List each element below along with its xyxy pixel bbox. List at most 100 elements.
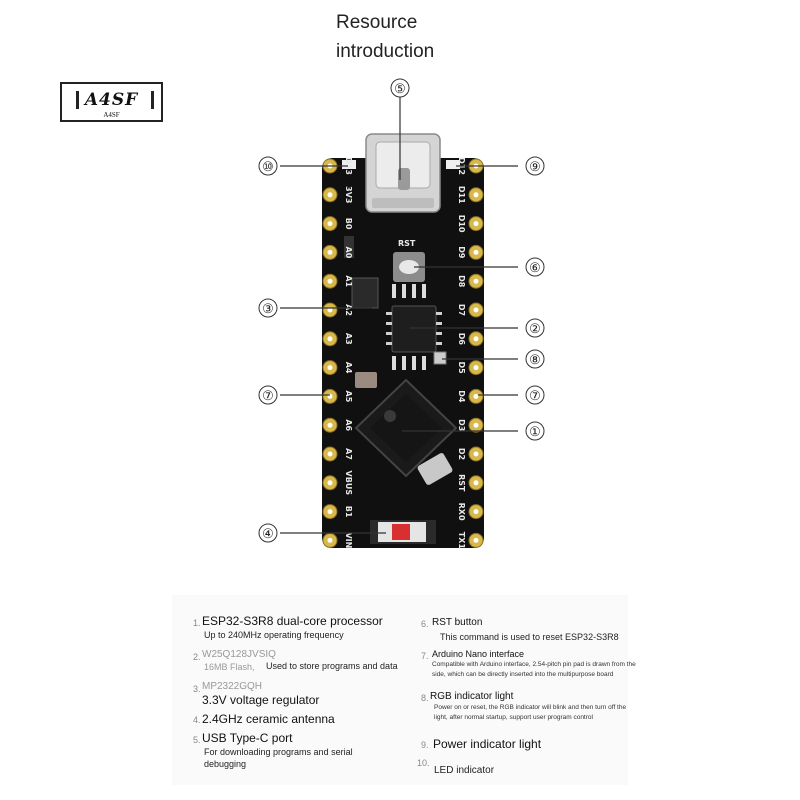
pin-hole-right-14: [473, 537, 479, 543]
item-2-chip: 16MB Flash,: [204, 662, 255, 672]
right-pin-label-9: D4: [457, 390, 466, 403]
right-pin-label-7: D6: [457, 333, 466, 346]
pin-hole-left-8: [327, 365, 333, 371]
pin-hole-left-3: [327, 221, 333, 227]
pin-hole-right-3: [473, 221, 479, 227]
left-pin-label-8: A4: [344, 362, 353, 374]
left-pin-label-3: B0: [344, 218, 353, 230]
right-pin-label-10: D3: [457, 419, 466, 431]
item-2-desc: Used to store programs and data: [266, 661, 398, 671]
led-indicator: [342, 160, 356, 169]
item-5-title: USB Type-C port: [202, 731, 293, 745]
page-title: Resource introduction: [336, 8, 434, 66]
item-8-title: RGB indicator light: [430, 691, 514, 702]
pin-hole-right-7: [473, 336, 479, 342]
brand-logo: A4SF A4SF: [60, 82, 163, 122]
right-pin-label-11: D2: [457, 448, 466, 460]
left-pin-label-5: A1: [344, 275, 353, 287]
esp32-chip: [354, 378, 458, 478]
right-pin-label-12: RST: [457, 474, 466, 492]
pin-hole-right-8: [473, 365, 479, 371]
item-10-title: LED indicator: [434, 765, 495, 776]
logo-frame-strokes: [76, 91, 154, 109]
item-6-desc: This command is used to reset ESP32-S3R8: [440, 632, 619, 642]
item-4-number: 4.: [193, 715, 201, 725]
right-pin-label-8: D5: [457, 361, 466, 374]
callout-7-left: ⑦: [262, 388, 274, 403]
crystal: [355, 372, 377, 388]
item-7-title: Arduino Nano interface: [432, 649, 525, 659]
pin-hole-right-12: [473, 480, 479, 486]
smd-part: [344, 236, 354, 258]
rgb-led: [433, 351, 447, 365]
callout-9: ⑨: [529, 159, 541, 174]
callout-7-right: ⑦: [529, 388, 541, 403]
left-pin-label-4: A0: [344, 247, 353, 259]
pin-hole-left-2: [327, 192, 333, 198]
item-5-desc-1: For downloading programs and serial: [204, 747, 353, 757]
right-pin-label-6: D7: [457, 304, 466, 316]
item-1-number: 1.: [193, 618, 201, 628]
pin-hole-right-2: [473, 192, 479, 198]
callout-2: ②: [529, 321, 541, 336]
legend-panel: 1. ESP32-S3R8 dual-core processor Up to …: [172, 595, 636, 785]
right-pin-label-13: RX0: [457, 503, 466, 521]
flash-chip: [386, 305, 442, 353]
callout-1: ①: [529, 424, 541, 439]
pin-hole-left-14: [327, 537, 333, 543]
right-pin-label-3: D10: [457, 215, 466, 233]
left-pin-label-2: 3V3: [344, 186, 353, 203]
logo-subtext: A4SF: [103, 111, 120, 119]
left-pin-label-1: D13: [344, 157, 353, 175]
pin-hole-left-11: [327, 451, 333, 457]
usb-c-port: [365, 133, 441, 213]
item-3-desc: 3.3V voltage regulator: [202, 693, 320, 707]
item-8-number: 8.: [421, 693, 429, 703]
right-pin-label-5: D8: [457, 275, 466, 288]
pin-hole-right-11: [473, 451, 479, 457]
left-pin-label-6: A2: [344, 304, 353, 316]
left-pin-label-14: VIN: [344, 532, 353, 548]
item-7-number: 7.: [421, 651, 429, 661]
right-pin-label-4: D9: [457, 246, 466, 259]
item-5-number: 5.: [193, 735, 201, 745]
left-pin-label-12: VBUS: [344, 471, 353, 496]
power-led: [446, 160, 460, 169]
callout-10: ⑩: [262, 159, 274, 174]
item-1-desc: Up to 240MHz operating frequency: [204, 630, 344, 640]
pin-hole-right-10: [473, 422, 479, 428]
rst-button: [393, 252, 425, 282]
item-10-number: 10.: [417, 758, 430, 768]
antenna-switch: [370, 520, 436, 544]
item-2-title: W25Q128JVSIQ: [202, 649, 276, 660]
item-2-number: 2.: [193, 652, 201, 662]
ceramic-antenna-part: [417, 453, 453, 485]
pin-hole-left-12: [327, 480, 333, 486]
pin-hole-left-13: [327, 509, 333, 515]
item-5-desc-2: debugging: [204, 759, 247, 769]
voltage-regulator: [351, 277, 379, 309]
pcb-board: [322, 158, 484, 548]
pin-hole-left-4: [327, 249, 333, 255]
item-1-title: ESP32-S3R8 dual-core processor: [202, 614, 383, 628]
right-pin-label-2: D11: [457, 186, 466, 204]
item-7-desc: Compatible with Arduino interface, 2.54-…: [432, 661, 636, 678]
left-pin-label-7: A3: [344, 333, 353, 345]
left-pin-label-9: A5: [344, 391, 353, 403]
callout-6: ⑥: [529, 260, 541, 275]
pin-hole-left-7: [327, 336, 333, 342]
pin-hole-right-5: [473, 278, 479, 284]
pin-hole-right-13: [473, 509, 479, 515]
title-line-2: introduction: [336, 41, 435, 62]
item-6-title: RST button: [432, 617, 483, 628]
callout-circles: [258, 78, 545, 543]
header-strip: [392, 284, 426, 370]
item-6-number: 6.: [421, 619, 429, 629]
left-pin-label-11: A7: [344, 448, 353, 460]
logo-text: A4SF: [84, 90, 139, 110]
right-pin-label-14: TX1: [457, 532, 466, 550]
pin-hole-left-5: [327, 278, 333, 284]
callout-numbers: ⑤ ⑩ ⑨ ⑥ ③ ② ⑧ ⑦ ⑦ ① ④: [262, 81, 541, 541]
left-pin-label-13: B1: [344, 506, 353, 518]
